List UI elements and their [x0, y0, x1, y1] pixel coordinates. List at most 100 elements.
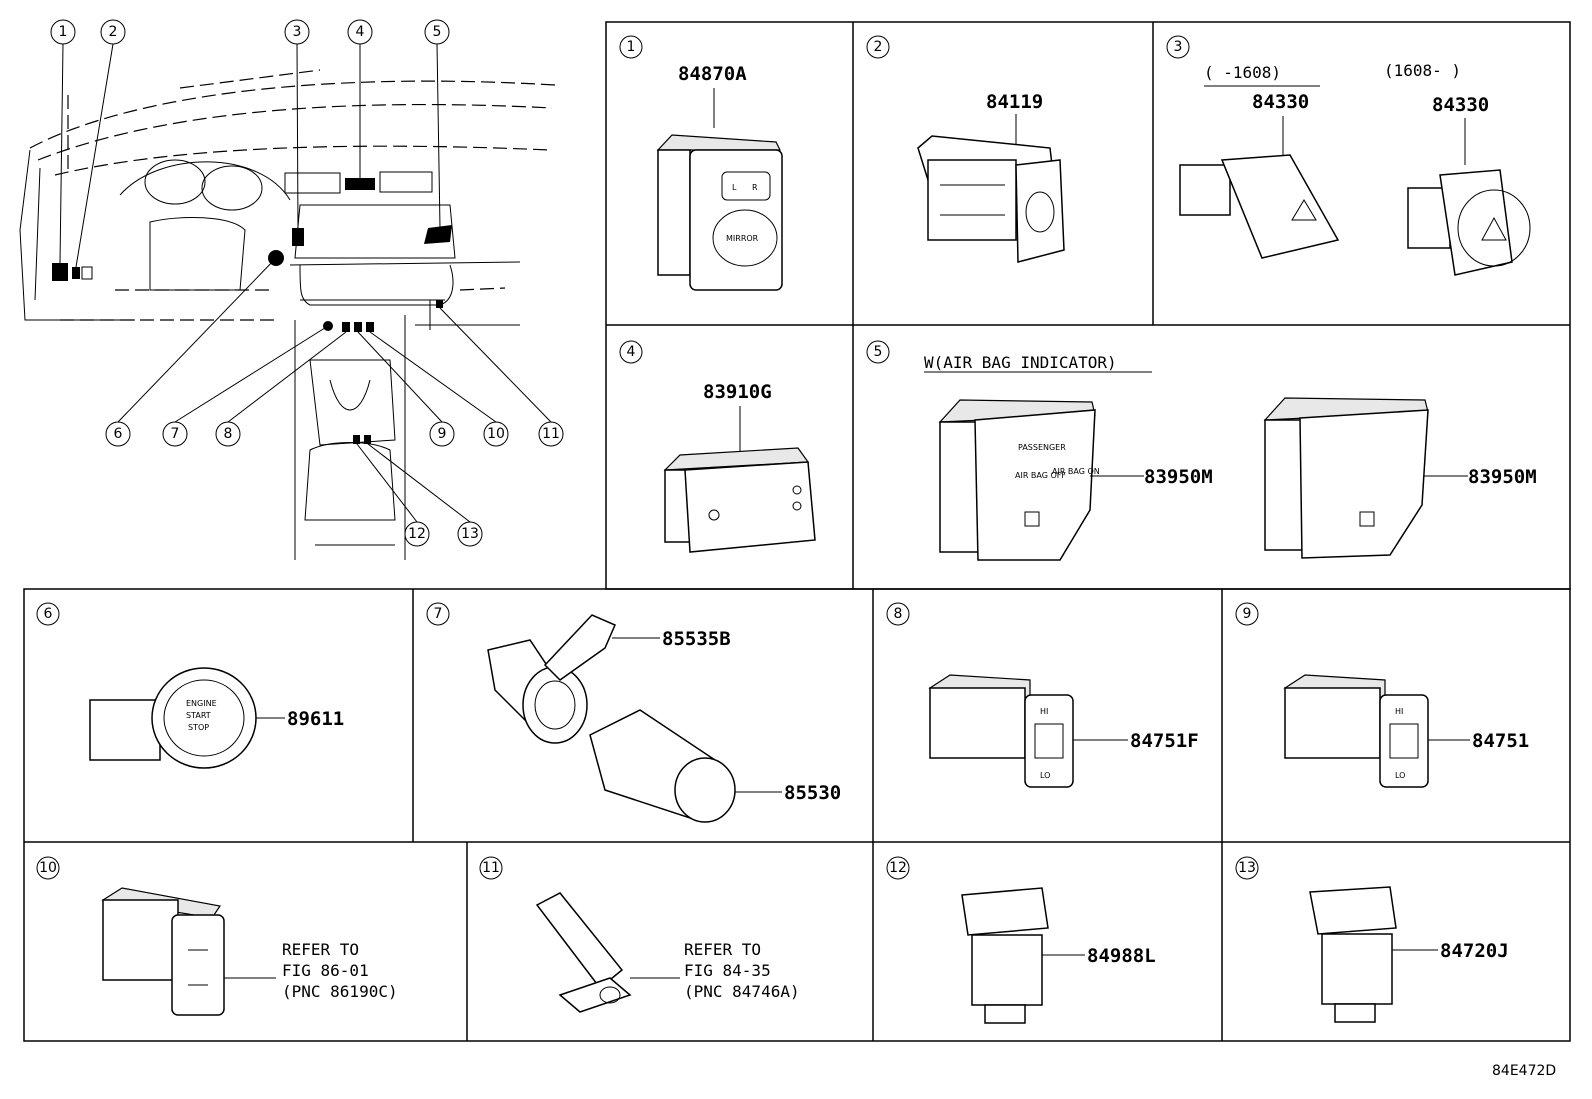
- seat-heater-switch-f: HI LO: [928, 674, 1074, 788]
- overview-callout-9: 9: [438, 426, 447, 442]
- panel-6-number: 6: [44, 606, 53, 622]
- dimmer-switch: [917, 135, 1065, 263]
- part-number-84119: 84119: [986, 91, 1043, 113]
- seat-heater-switch: HI LO: [1283, 674, 1429, 788]
- heater-lo-label-f: LO: [1040, 771, 1050, 780]
- switch-84720J: [1309, 886, 1397, 1023]
- refer-to-line-2-84: FIG 84-35: [684, 961, 771, 980]
- switch-84988L: [961, 887, 1049, 1024]
- mirror-l-label: L: [732, 183, 737, 192]
- part-number-85535B: 85535B: [662, 628, 731, 650]
- start-stop-button: ENGINE START STOP: [89, 667, 257, 769]
- passenger-text: PASSENGER: [1018, 443, 1066, 452]
- engine-text: ENGINE: [186, 699, 217, 708]
- overview-callout-7: 7: [171, 426, 180, 442]
- gauge-left: [144, 159, 206, 205]
- panel-7: 7 85535B 85530: [426, 602, 841, 823]
- refer-to-line-2-86: FIG 86-01: [282, 961, 369, 980]
- part-number-84330-early: 84330: [1252, 91, 1309, 113]
- airbag-indicator-a: PASSENGER AIR BAG OFF AIR BAG ON: [938, 399, 1100, 561]
- part-number-84751F: 84751F: [1130, 730, 1199, 752]
- part-number-89611: 89611: [287, 708, 344, 730]
- overview-callouts: 1 2 3 4 5 6 7 8 9 10 11 12 13: [50, 19, 564, 547]
- mirror-r-label: R: [752, 183, 758, 192]
- usb-switch: [101, 887, 225, 1016]
- panel-11-number: 11: [482, 860, 500, 876]
- refer-to-line-3-86: (PNC 86190C): [282, 982, 398, 1001]
- panel-11: 11 REFER TO FIG 84-35 (PNC 84746A): [479, 856, 800, 1013]
- panel-9-number: 9: [1243, 606, 1252, 622]
- callout-11-marker: [436, 300, 443, 308]
- panel-4-number: 4: [627, 344, 636, 360]
- panel-3-number: 3: [1174, 39, 1183, 55]
- figure-code: 84E472D: [1492, 1063, 1556, 1079]
- panel-5: 5 W(AIR BAG INDICATOR) PASSENGER AIR BAG…: [866, 340, 1537, 561]
- overview-callout-4: 4: [356, 24, 365, 40]
- refer-to-line-1-86: REFER TO: [282, 940, 359, 959]
- panel-2-number: 2: [874, 39, 883, 55]
- overview-callout-8: 8: [224, 426, 233, 442]
- overview-callout-13: 13: [461, 526, 479, 542]
- panel-grid: [23, 21, 1571, 1042]
- part-number-83950M-a: 83950M: [1144, 466, 1213, 488]
- hazard-switch-early: [1179, 154, 1340, 259]
- overview-callout-6: 6: [114, 426, 123, 442]
- callout-8-marker: [342, 322, 350, 332]
- panel-10-number: 10: [39, 860, 57, 876]
- airbag-off-text: AIR BAG OFF: [1015, 471, 1066, 480]
- outlet-socket: [487, 614, 616, 744]
- gauge-right: [201, 165, 263, 211]
- callout-3-marker: [292, 228, 304, 246]
- overview-callout-2: 2: [109, 24, 118, 40]
- stop-text: STOP: [188, 723, 209, 732]
- overview-callout-1: 1: [59, 24, 68, 40]
- callout-12-marker: [353, 435, 360, 444]
- callout-13-marker: [364, 435, 371, 444]
- start-text: START: [186, 711, 211, 720]
- part-number-84330-late: 84330: [1432, 94, 1489, 116]
- socket-switch: [535, 892, 632, 1013]
- overview-callout-11: 11: [542, 426, 560, 442]
- callout-5-marker: [424, 225, 452, 244]
- panel-2: 2 84119: [866, 35, 1065, 263]
- part-number-85530: 85530: [784, 782, 841, 804]
- overview-callout-12: 12: [408, 526, 426, 542]
- panel-1: 1 84870A L R MIRROR: [619, 35, 783, 291]
- part-number-84720J: 84720J: [1440, 940, 1509, 962]
- mirror-label: MIRROR: [726, 234, 759, 243]
- part-number-84751: 84751: [1472, 730, 1529, 752]
- hazard-switch-late: [1407, 169, 1531, 276]
- panel-7-number: 7: [434, 606, 443, 622]
- indicator-module: [663, 447, 816, 553]
- overview-callout-3: 3: [293, 24, 302, 40]
- panel-1-number: 1: [627, 39, 636, 55]
- panel-12-number: 12: [889, 860, 907, 876]
- heater-hi-label-f: HI: [1040, 707, 1048, 716]
- callout-4-marker: [345, 178, 375, 190]
- part-number-84988L: 84988L: [1087, 945, 1156, 967]
- callout-2-marker: [72, 267, 80, 279]
- heater-hi-label: HI: [1395, 707, 1403, 716]
- panel-9: 9 HI LO 84751: [1235, 602, 1529, 788]
- refer-to-line-3-84: (PNC 84746A): [684, 982, 800, 1001]
- panel-8: 8 HI LO 84751F: [886, 602, 1199, 788]
- panel-13-number: 13: [1238, 860, 1256, 876]
- panel-12: 12 84988L: [886, 856, 1156, 1024]
- part-number-84870A: 84870A: [678, 63, 747, 85]
- panel-4: 4 83910G: [619, 340, 816, 553]
- callout-9-marker: [354, 322, 362, 332]
- airbag-indicator-heading: W(AIR BAG INDICATOR): [924, 353, 1117, 372]
- range-before-1608: ( -1608): [1204, 63, 1281, 82]
- heater-lo-label: LO: [1395, 771, 1405, 780]
- panel-13: 13 84720J: [1235, 856, 1509, 1023]
- overview-callout-10: 10: [487, 426, 505, 442]
- part-number-83950M-b: 83950M: [1468, 466, 1537, 488]
- panel-6: 6 ENGINE START STOP 89611: [36, 602, 344, 769]
- part-number-83910G: 83910G: [703, 381, 772, 403]
- panel-5-number: 5: [874, 344, 883, 360]
- airbag-indicator-b: [1263, 397, 1429, 559]
- panel-10: 10 REFER TO FIG 86-01 (PNC 86190C): [36, 856, 398, 1016]
- overview-callout-5: 5: [433, 24, 442, 40]
- callout-10-marker: [366, 322, 374, 332]
